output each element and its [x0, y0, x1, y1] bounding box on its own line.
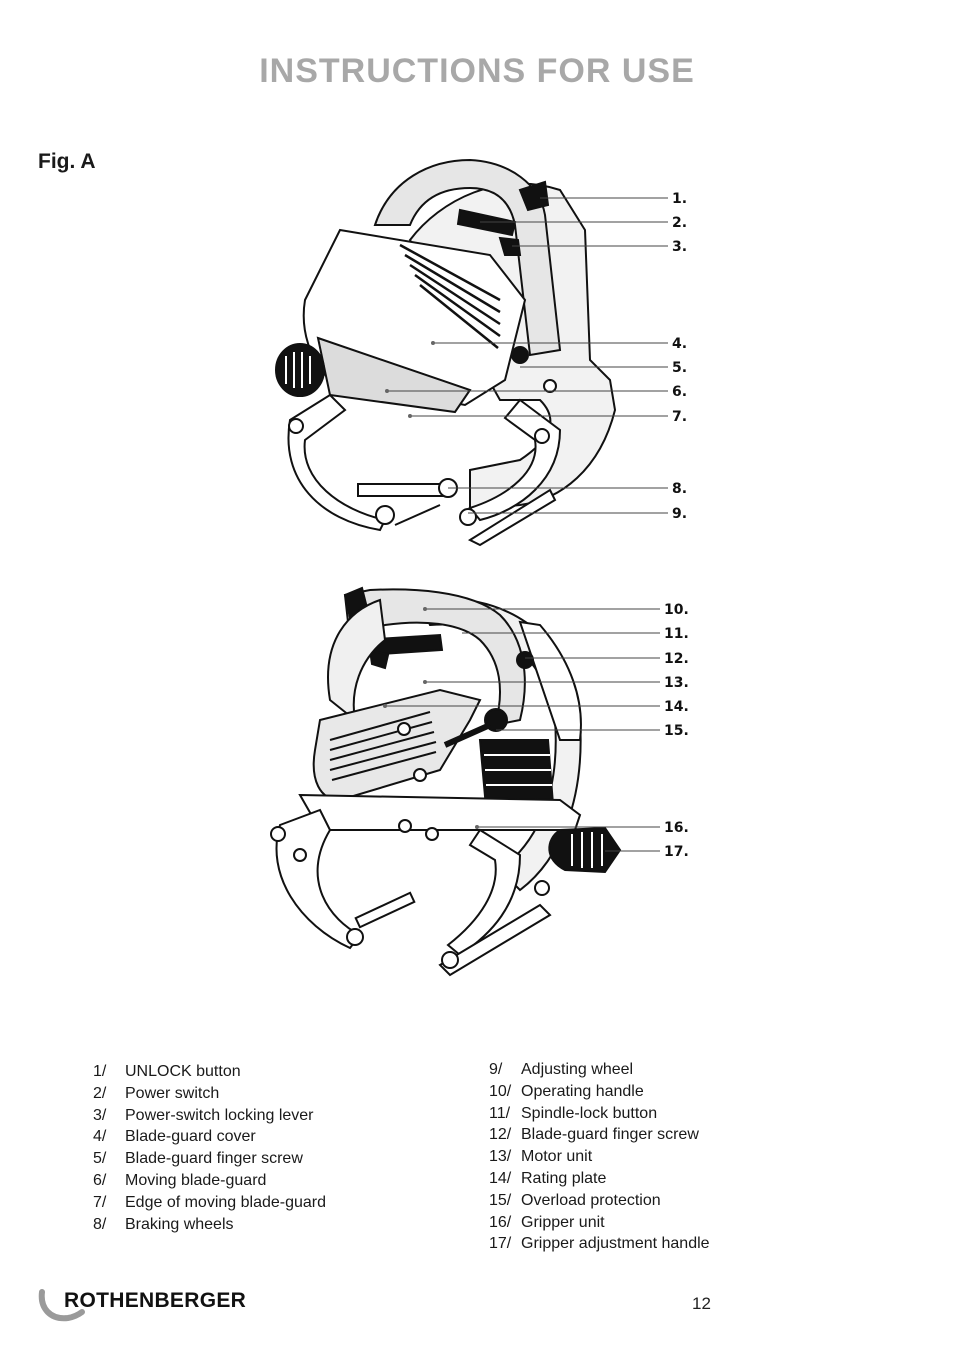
saw-illustration-bottom — [270, 586, 622, 977]
callout-16: 16. — [664, 820, 689, 836]
callout-10: 10. — [664, 602, 689, 618]
page-title: INSTRUCTIONS FOR USE — [259, 52, 695, 90]
legend-text: Gripper adjustment handle — [521, 1235, 710, 1253]
legend-number: 10/ — [489, 1082, 512, 1100]
callout-4: 4. — [672, 336, 687, 352]
legend-text: Edge of moving blade-guard — [125, 1193, 327, 1211]
legend-item: 1/UNLOCK button — [93, 1061, 326, 1083]
legend-text: Rating plate — [521, 1169, 607, 1187]
gripper-knob-top — [275, 343, 325, 397]
legend-number: 14/ — [489, 1169, 512, 1187]
brand-logo-text: ROTHENBERGER — [64, 1289, 247, 1312]
callout-11: 11. — [664, 626, 689, 642]
brand-swoosh-icon — [38, 1289, 85, 1322]
callout-1: 1. — [672, 191, 687, 207]
legend-item: 16/Gripper unit — [489, 1212, 710, 1234]
callout-13: 13. — [664, 675, 689, 691]
legend-text: Power switch — [125, 1084, 220, 1102]
legend-item: 5/Blade-guard finger screw — [93, 1148, 326, 1170]
legend-item: 13/Motor unit — [489, 1146, 710, 1168]
legend-text: Spindle-lock button — [521, 1104, 658, 1122]
legend-text: Blade-guard finger screw — [125, 1150, 303, 1168]
saw-illustration-top — [275, 158, 617, 547]
leader-dots-bottom — [383, 607, 479, 829]
legend-item: 9/Adjusting wheel — [489, 1059, 710, 1081]
legend-text: Operating handle — [521, 1082, 644, 1100]
callout-12: 12. — [664, 651, 689, 667]
callout-17: 17. — [664, 844, 689, 860]
callout-5: 5. — [672, 360, 687, 376]
legend-text: Braking wheels — [125, 1215, 234, 1233]
callout-7: 7. — [672, 409, 687, 425]
legend-text: Overload protection — [521, 1191, 661, 1209]
legend-number: 5/ — [93, 1150, 107, 1168]
callout-14: 14. — [664, 699, 689, 715]
legend-number: 9/ — [489, 1061, 503, 1078]
legend-text: Blade-guard finger screw — [521, 1126, 699, 1144]
legend-number: 16/ — [489, 1213, 512, 1231]
legend-number: 17/ — [489, 1235, 512, 1253]
legend-item: 10/Operating handle — [489, 1081, 710, 1103]
figure-label: Fig. A — [38, 150, 96, 173]
legend-number: 7/ — [93, 1193, 107, 1211]
callout-15: 15. — [664, 723, 689, 739]
leader-lines-bottom — [385, 608, 660, 852]
legend-number: 1/ — [93, 1063, 107, 1080]
callout-8: 8. — [672, 481, 687, 497]
legend-right: 9/Adjusting wheel 10/Operating handle 11… — [489, 1059, 710, 1255]
leader-dots-top — [385, 341, 435, 418]
legend-number: 15/ — [489, 1191, 512, 1209]
legend-text: UNLOCK button — [125, 1063, 241, 1080]
legend-item: 17/Gripper adjustment handle — [489, 1233, 710, 1255]
legend-text: Adjusting wheel — [521, 1061, 634, 1078]
legend-item: 2/Power switch — [93, 1083, 326, 1105]
callout-2: 2. — [672, 215, 687, 231]
callout-6: 6. — [672, 384, 687, 400]
saw-diagram: 1. 2. 3. 4. 5. 6. 7. 8. 9. — [270, 158, 689, 977]
legend-item: 14/Rating plate — [489, 1168, 710, 1190]
legend-text: Moving blade-guard — [125, 1171, 267, 1189]
legend-item: 12/Blade-guard finger screw — [489, 1124, 710, 1146]
callout-3: 3. — [672, 239, 687, 255]
legend-item: 11/Spindle-lock button — [489, 1103, 710, 1125]
legend-number: 13/ — [489, 1148, 512, 1166]
leader-lines-top — [387, 197, 668, 514]
legend-item: 4/Blade-guard cover — [93, 1126, 326, 1148]
legend-number: 11/ — [489, 1104, 511, 1122]
legend-number: 6/ — [93, 1171, 107, 1189]
callout-9: 9. — [672, 506, 687, 522]
legend-number: 2/ — [93, 1084, 107, 1102]
legend-number: 12/ — [489, 1126, 512, 1144]
legend-number: 3/ — [93, 1106, 107, 1124]
page-number: 12 — [692, 1294, 711, 1313]
legend-item: 8/Braking wheels — [93, 1214, 326, 1236]
legend-left: 1/UNLOCK button 2/Power switch 3/Power-s… — [93, 1061, 326, 1235]
legend-item: 7/Edge of moving blade-guard — [93, 1192, 326, 1214]
legend-item: 15/Overload protection — [489, 1190, 710, 1212]
legend-text: Motor unit — [521, 1148, 593, 1166]
legend-item: 6/Moving blade-guard — [93, 1170, 326, 1192]
legend-text: Blade-guard cover — [125, 1128, 256, 1146]
legend-item: 3/Power-switch locking lever — [93, 1105, 326, 1127]
gripper-knob-bottom — [548, 826, 622, 874]
legend-number: 4/ — [93, 1128, 107, 1146]
legend-number: 8/ — [93, 1215, 107, 1233]
legend-text: Gripper unit — [521, 1213, 605, 1231]
legend-text: Power-switch locking lever — [125, 1106, 314, 1124]
